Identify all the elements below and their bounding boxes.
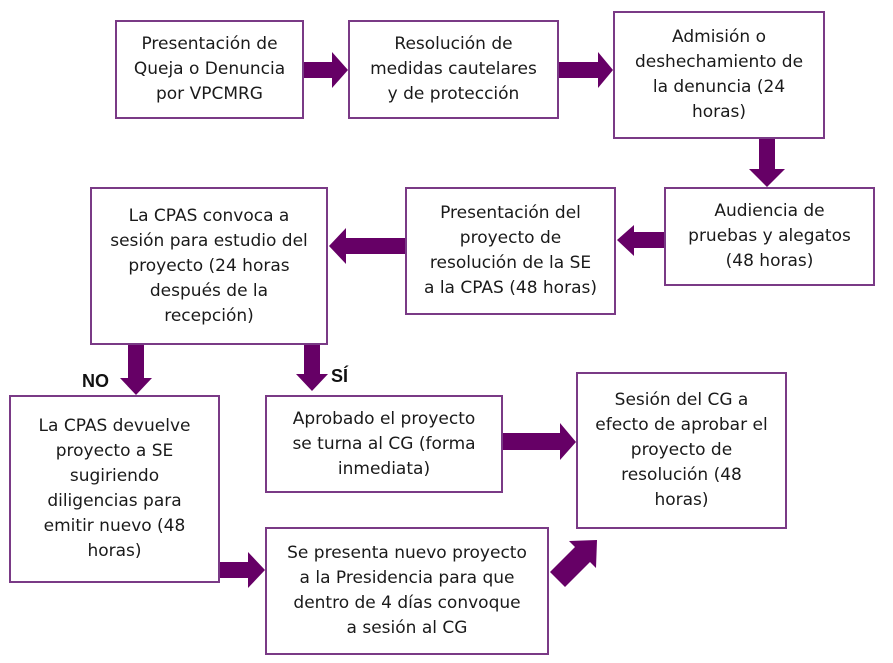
step-presentacion-queja: Presentación de Queja o Denuncia por VPC…	[115, 20, 304, 119]
arrow-b8-b9	[503, 423, 576, 460]
branch-label-no: NO	[82, 371, 109, 391]
step-audiencia-pruebas: Audiencia de pruebas y alegatos (48 hora…	[664, 187, 875, 286]
step-text: Resolución de medidas cautelares y de pr…	[370, 34, 537, 104]
step-text: Se presenta nuevo proyecto a la Presiden…	[287, 543, 527, 638]
arrow-b6-b8	[296, 345, 328, 391]
step-presentacion-proyecto: Presentación del proyecto de resolución …	[405, 187, 616, 315]
step-text: La CPAS devuelve proyecto a SE sugiriend…	[38, 416, 191, 561]
step-cpas-devuelve: La CPAS devuelve proyecto a SE sugiriend…	[9, 395, 220, 583]
step-text: Sesión del CG a efecto de aprobar el pro…	[595, 390, 768, 510]
step-text: Aprobado el proyecto se turna al CG (for…	[292, 408, 476, 479]
arrow-b4-b5	[617, 225, 664, 256]
step-text: La CPAS convoca a sesión para estudio de…	[110, 205, 308, 326]
branch-label-yes: SÍ	[331, 366, 349, 386]
arrow-b2-b3	[559, 52, 613, 88]
arrow-b6-b7	[120, 345, 152, 395]
step-aprobado-proyecto: Aprobado el proyecto se turna al CG (for…	[265, 395, 503, 493]
step-text: Audiencia de pruebas y alegatos (48 hora…	[688, 201, 851, 271]
step-sesion-cg: Sesión del CG a efecto de aprobar el pro…	[576, 372, 787, 529]
step-admision-denuncia: Admisión o deshechamiento de la denuncia…	[613, 11, 825, 139]
step-cpas-convoca: La CPAS convoca a sesión para estudio de…	[90, 187, 328, 345]
arrow-b10-b9	[550, 540, 597, 587]
arrow-b3-b4	[749, 139, 785, 187]
step-medidas-cautelares: Resolución de medidas cautelares y de pr…	[348, 20, 559, 119]
step-text: Admisión o deshechamiento de la denuncia…	[634, 27, 804, 122]
arrow-b1-b2	[304, 52, 348, 88]
step-text: Presentación del proyecto de resolución …	[424, 203, 597, 298]
step-text: Presentación de Queja o Denuncia por VPC…	[133, 34, 286, 104]
arrow-b5-b6	[329, 228, 405, 264]
arrow-b7-b10	[220, 552, 265, 588]
step-nuevo-proyecto: Se presenta nuevo proyecto a la Presiden…	[265, 527, 549, 655]
